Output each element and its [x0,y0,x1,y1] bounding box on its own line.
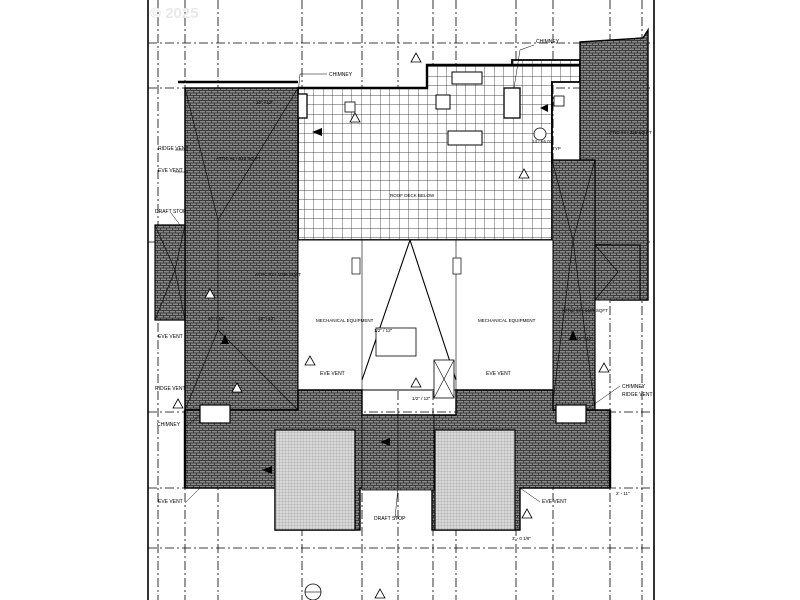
label-chimney-right-bottom: CHIMNEY [622,384,646,390]
label-eve-vent-left: EVE VENT [158,168,183,174]
outline-walls [178,63,580,90]
label-eve-vent-center-left: EVE VENT [320,371,345,377]
label-chimney-left-bottom: CHIMNEY [157,422,181,428]
hvac-unit [447,130,483,146]
label-ridge-vent-left: RIDGE VENT [158,146,189,152]
hvac-unit [435,94,451,110]
label-dim-2-11: 2' - 11" [616,491,630,496]
label-typ: TYP [552,146,561,151]
label-eve-vent-left-mid: EVE VENT [158,334,183,340]
label-attic-2: ATTIC #2 / 1036 SQFT [255,272,301,277]
label-slope-half-a: 1/2" / 12" [374,328,393,333]
label-detail-ref: 14 / A6.07 [532,139,553,144]
label-slope-b: 10" / 12" [208,316,225,321]
slope-arrows [221,104,577,474]
label-ridge-vent-left-lower: RIDGE VENT [155,386,186,392]
mechanical-area [297,239,554,415]
label-roof-deck: ROOF DECK BELOW [390,193,435,198]
label-eve-vent-center-right: EVE VENT [486,371,511,377]
chimney-bottom-left [199,404,231,424]
annotation-labels: CHIMNEY CHIMNEY CHIMNEY CHIMNEY RIDGE VE… [155,39,653,541]
label-attic-4: ATTIC #4 / 325 SQ FT [607,130,652,135]
lower-roof-band [183,389,612,531]
detail-callout [304,583,322,600]
leader-lines [170,44,621,519]
label-eve-vent-bottom-left: EVE VENT [158,499,183,505]
label-chimney-top: CHIMNEY [329,72,353,78]
label-slope-12: 12" / 12" [258,316,275,321]
chimney-top [503,87,521,119]
hvac-unit [451,71,483,85]
label-draft-stop-left: DRAFT STOP [155,209,187,215]
label-slope-a: 10" / 12" [256,100,273,105]
copyright-watermark: © 2025 [150,5,199,22]
label-dim-3: 3' - 0 1/8" [512,536,531,541]
label-chimney-right-top: CHIMNEY [536,39,560,45]
label-slope-half-b: 1/2" / 12" [412,396,431,401]
label-attic-1: ATTIC #1 / 523 SQ FT [216,156,261,161]
label-attic-3: ATTIC #3 / 1404 SQFT [562,308,608,313]
label-mechanical-right: MECHANICAL EQUIPMENT [478,318,536,323]
chimney-bottom-right [555,404,587,424]
right-roof-wing [551,27,649,411]
label-eve-vent-bottom-right: EVE VENT [542,499,567,505]
sheet-border [147,0,655,600]
label-mechanical-left: MECHANICAL EQUIPMENT [316,318,374,323]
label-draft-stop-bottom: DRAFT STOP [374,516,406,522]
left-roof-wing [154,87,299,411]
label-ridge-vent-right: RIDGE VENT [622,392,653,398]
triangle-markers [172,52,610,599]
label-slope-c: 10" / 12" [576,336,593,341]
